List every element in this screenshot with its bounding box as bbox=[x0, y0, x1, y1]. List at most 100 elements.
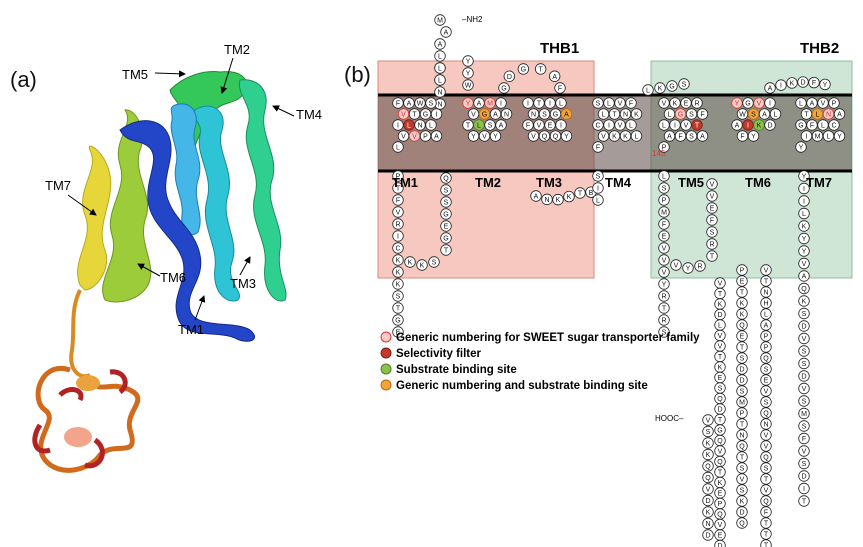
residue-letter: S bbox=[802, 424, 807, 431]
residue bbox=[392, 182, 404, 194]
residue bbox=[549, 130, 562, 142]
helix-label-tm6: TM6 bbox=[745, 175, 771, 190]
residue bbox=[706, 178, 718, 190]
residue bbox=[430, 130, 443, 142]
residue bbox=[702, 506, 714, 518]
tm2-arrow bbox=[220, 57, 234, 94]
residue-letter: F bbox=[678, 134, 682, 141]
residue-letter: S bbox=[444, 200, 449, 207]
helix-label-tm7: TM7 bbox=[806, 175, 832, 190]
residue-letter: I bbox=[747, 123, 749, 130]
residue-letter: Q bbox=[542, 134, 548, 141]
residue-letter: V bbox=[764, 444, 769, 451]
residue bbox=[822, 130, 835, 142]
residue bbox=[614, 119, 626, 131]
residue-letter: L bbox=[407, 123, 411, 130]
residue-letter: E bbox=[684, 101, 689, 108]
legend-marker-generic-and-substrate bbox=[380, 379, 392, 391]
residue bbox=[503, 70, 516, 82]
residue bbox=[760, 517, 772, 529]
residue bbox=[563, 190, 575, 203]
residue-letter: D bbox=[739, 510, 744, 517]
residue bbox=[555, 97, 567, 109]
residue-letter: A bbox=[762, 112, 767, 119]
residue bbox=[822, 108, 835, 120]
residue-letter: L bbox=[438, 66, 442, 73]
residue bbox=[658, 141, 670, 153]
residue-letter: S bbox=[802, 311, 807, 318]
residue-letter: L bbox=[821, 123, 825, 130]
residue-chain: MAALNNLLNNFAWSVTGIILNLVVPALPTFVRICKKKSTG… bbox=[392, 14, 846, 547]
residue bbox=[592, 97, 604, 109]
residue bbox=[798, 407, 810, 420]
residue bbox=[786, 77, 798, 89]
residue bbox=[764, 82, 776, 94]
residue-letter: E bbox=[710, 206, 715, 213]
residue-letter: T bbox=[612, 112, 617, 119]
residue-letter: S bbox=[751, 112, 756, 119]
residue bbox=[592, 141, 604, 153]
residue-letter: N bbox=[437, 90, 442, 97]
residue-letter: H bbox=[763, 301, 768, 308]
residue-letter: T bbox=[412, 112, 417, 119]
residue-letter: D bbox=[801, 324, 806, 331]
tm3-arrow bbox=[239, 256, 251, 276]
residue-letter: Y bbox=[802, 249, 807, 256]
tm1-helix bbox=[119, 120, 256, 342]
residue bbox=[691, 97, 703, 109]
residue bbox=[685, 130, 698, 142]
residue bbox=[654, 82, 666, 94]
residue-letter: I bbox=[608, 123, 610, 130]
residue bbox=[434, 74, 446, 86]
residue bbox=[798, 395, 810, 407]
residue bbox=[798, 470, 810, 482]
residue-letter: F bbox=[810, 123, 814, 130]
residue-letter: T bbox=[578, 191, 583, 198]
residue-letter: L bbox=[629, 123, 633, 130]
residue-letter: G bbox=[395, 318, 400, 325]
residue bbox=[760, 506, 772, 518]
residue-letter: K bbox=[718, 302, 723, 309]
residue-letter: Q bbox=[739, 444, 745, 451]
residue-letter: V bbox=[601, 134, 606, 141]
residue-letter: A bbox=[477, 101, 482, 108]
residue-letter: V bbox=[802, 336, 807, 343]
residue-letter: V bbox=[662, 258, 667, 265]
residue bbox=[517, 63, 530, 75]
residue bbox=[753, 119, 765, 131]
residue-letter: L bbox=[635, 134, 639, 141]
residue-letter: T bbox=[764, 279, 769, 286]
residue-letter: V bbox=[710, 194, 715, 201]
residue-letter: L bbox=[429, 123, 433, 130]
residue-number-145: 145 bbox=[652, 149, 666, 158]
residue bbox=[574, 187, 586, 199]
residue bbox=[798, 332, 810, 345]
thb2-label: THB2 bbox=[800, 40, 839, 57]
residue-letter: Y bbox=[735, 101, 740, 108]
residue-letter: B bbox=[589, 190, 594, 197]
residue bbox=[392, 266, 404, 278]
residue-letter: F bbox=[629, 101, 633, 108]
residue bbox=[798, 170, 810, 182]
residue bbox=[706, 202, 718, 214]
residue bbox=[806, 97, 818, 109]
c-terminus-label: HOOC– bbox=[655, 414, 684, 423]
residue bbox=[798, 457, 810, 470]
residue-letter: V bbox=[802, 386, 807, 393]
residue-letter: K bbox=[790, 81, 795, 88]
residue-letter: F bbox=[812, 80, 816, 87]
residue-letter: S bbox=[596, 101, 601, 108]
residue-letter: R bbox=[694, 101, 699, 108]
residue-letter: A bbox=[564, 112, 569, 119]
residue bbox=[670, 259, 682, 271]
residue-letter: A bbox=[802, 274, 807, 281]
helix-label-tm4: TM4 bbox=[605, 175, 632, 190]
residue-letter: V bbox=[674, 263, 679, 270]
legend-text-selectivity-filter: Selectivity filter bbox=[396, 348, 482, 360]
residue-letter: T bbox=[718, 354, 723, 361]
residue bbox=[736, 130, 749, 142]
residue-letter: T bbox=[537, 101, 542, 108]
residue bbox=[658, 230, 670, 242]
residue bbox=[764, 97, 776, 109]
